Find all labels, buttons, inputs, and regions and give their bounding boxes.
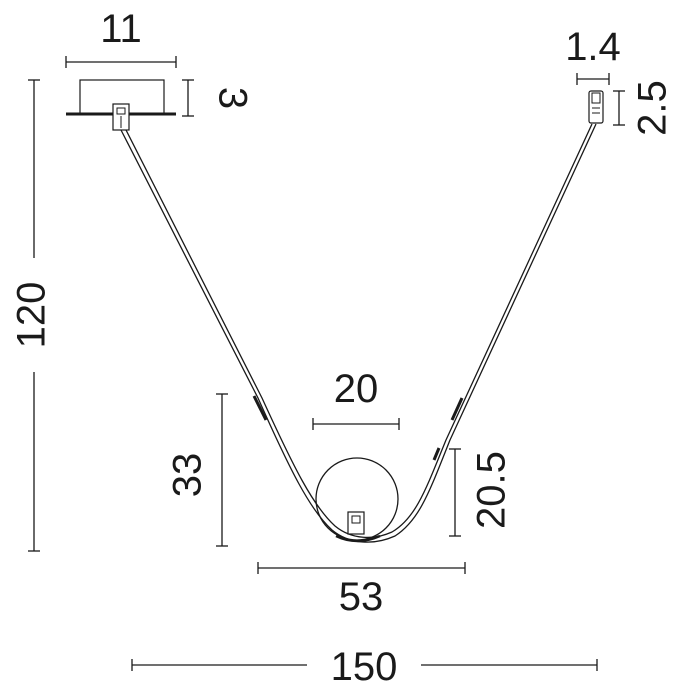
ceiling-connector: [588, 90, 604, 124]
globe-height-label: 20.5: [470, 451, 514, 529]
loop-width-label: 53: [339, 575, 384, 619]
globe-shade: [315, 457, 399, 543]
loop-height-label: 33: [166, 453, 210, 498]
connector-width-label: 1.4: [565, 25, 621, 69]
globe-diameter-label: 20: [334, 367, 379, 411]
total-height-label: 120: [10, 282, 54, 349]
canopy-width-label: 11: [100, 7, 142, 51]
total-width-label: 150: [331, 645, 398, 689]
dimension-lines: [28, 56, 625, 671]
canopy-height-label: 3: [210, 87, 254, 109]
ceiling-canopy: [66, 79, 176, 131]
connector-height-label: 2.5: [631, 80, 675, 136]
